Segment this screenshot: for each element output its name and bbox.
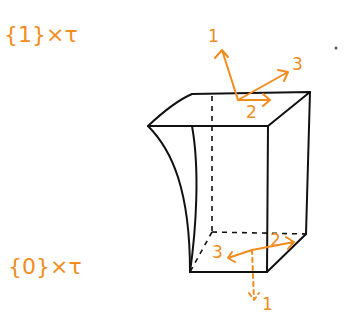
- frame-arrows: [215, 50, 294, 300]
- axis-number: 2: [270, 232, 281, 249]
- hidden-bottom-edge: [212, 232, 306, 234]
- hidden-bottom-left: [190, 232, 212, 272]
- bottom-arrow-1: [249, 250, 259, 300]
- hidden-back-edge: [211, 96, 213, 232]
- stray-dot: [335, 47, 338, 50]
- boundary-label: {0}×τ: [8, 256, 82, 278]
- axis-number: 1: [262, 296, 273, 313]
- box-outline: [148, 92, 310, 272]
- hidden-edges: [190, 96, 306, 272]
- axis-number: 3: [292, 56, 303, 73]
- back-right-edge: [306, 92, 310, 234]
- bottom-arrow-3: [228, 250, 252, 262]
- front-left-edge: [190, 126, 196, 272]
- curved-left-edge: [148, 126, 190, 272]
- boundary-label: {1}×τ: [4, 24, 78, 46]
- top-arrow-3: [238, 70, 288, 100]
- bottom-edges: [190, 234, 306, 272]
- front-right-edge: [267, 126, 268, 272]
- axis-number: 3: [212, 244, 223, 261]
- axis-number: 2: [246, 104, 257, 121]
- axis-number: 1: [208, 28, 219, 45]
- top-face: [148, 92, 310, 126]
- front-top-edge: [192, 125, 268, 127]
- top-arrow-1: [215, 50, 238, 100]
